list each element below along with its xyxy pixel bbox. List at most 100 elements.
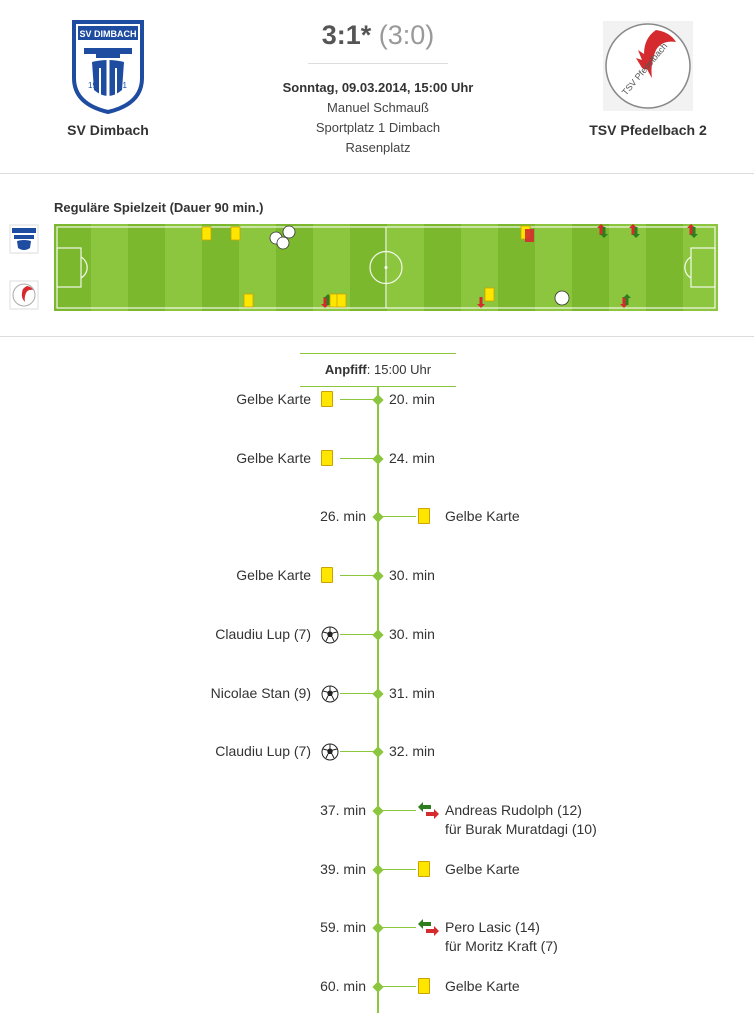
timeline-connector (340, 692, 376, 694)
timeline-event: 26. min Gelbe Karte (0, 507, 754, 527)
yellow-card-icon (321, 449, 333, 466)
event-text: Gelbe Karte (445, 860, 520, 877)
event-icon (418, 860, 430, 877)
tsv-pfedelbach-logo: TSV Pfedelbach (603, 21, 693, 111)
substituted-player: für Burak Muratdagi (10) (445, 820, 597, 837)
event-minute: 60. min (320, 978, 366, 994)
event-minute: 30. min (389, 625, 435, 642)
event-icon (418, 508, 430, 525)
event-minute: 59. min (320, 919, 366, 936)
timeline-connector (380, 868, 416, 870)
halftime-score: (3:0) (378, 20, 435, 50)
kickoff-time: : 15:00 Uhr (366, 362, 432, 377)
event-minute: 37. min (320, 801, 366, 818)
sv-dimbach-logo: SV DIMBACH 19 31 (72, 20, 144, 114)
timeline-node (372, 453, 384, 465)
score: 3:1* (3:0) (254, 20, 502, 51)
timeline-node (372, 805, 384, 817)
timeline-node (372, 746, 384, 758)
timeline-node (372, 394, 384, 406)
divider (308, 63, 448, 64)
field-overview: Reguläre Spielzeit (Dauer 90 min.) (0, 174, 754, 337)
event-text: Gelbe Karte (236, 567, 311, 584)
timeline-connector (340, 457, 376, 459)
timeline-connector (380, 516, 416, 518)
timeline-event: 30. min Gelbe Karte (0, 566, 754, 586)
timeline-node (372, 511, 384, 524)
surface: Rasenplatz (345, 140, 411, 155)
event-text: Andreas Rudolph (12) (445, 801, 582, 818)
timeline-node (372, 629, 384, 641)
event-text: Claudiu Lup (7) (215, 743, 311, 760)
event-minute: 20. min (389, 391, 435, 407)
event-icon (418, 801, 440, 825)
event-icon (321, 449, 333, 466)
logo-text: SV DIMBACH (79, 29, 136, 39)
yellow-card-icon (418, 860, 430, 877)
svg-text:31: 31 (118, 81, 127, 90)
event-text: Pero Lasic (14) (445, 919, 540, 936)
yellow-card-icon (418, 508, 430, 525)
kickoff-label: Anpfiff (324, 362, 367, 377)
final-score: 3:1* (321, 20, 372, 50)
event-label: Gelbe Karte (236, 566, 311, 585)
event-label: Gelbe Karte (445, 860, 520, 879)
event-minute: 39. min (320, 860, 366, 877)
timeline-event: 20. min Gelbe Karte (0, 390, 754, 410)
yellow-card-icon (321, 391, 333, 407)
goal-scorer[interactable]: Claudiu Lup (7) (215, 625, 311, 644)
timeline-node (372, 687, 384, 700)
event-text: Claudiu Lup (7) (215, 625, 311, 642)
event-minute: 30. min (389, 567, 435, 584)
goal-scorer[interactable]: Claudiu Lup (7) (215, 742, 311, 761)
home-team[interactable]: SV DIMBACH 19 31 SV Dimbach (33, 18, 183, 138)
timeline-node (372, 981, 384, 993)
substitution-icon (418, 801, 439, 819)
sv-dimbach-mini-logo (9, 224, 39, 254)
home-team-name[interactable]: SV Dimbach (67, 122, 149, 138)
timeline-event: 39. min Gelbe Karte (0, 860, 754, 880)
timeline-connector (340, 399, 376, 400)
venue: Sportplatz 1 Dimbach (315, 120, 441, 135)
timeline-connector (340, 751, 376, 753)
substitution-text[interactable]: Pero Lasic (14) für Moritz Kraft (7) (445, 918, 558, 956)
referee: Manuel Schmauß (327, 100, 429, 115)
timeline-connector (380, 927, 416, 929)
match-header: SV DIMBACH 19 31 SV Dimbach 3:1* (3:0) S… (0, 0, 754, 174)
substitution-icon (418, 919, 439, 937)
field-event-icons-home (201, 224, 698, 250)
event-icon (321, 743, 339, 766)
yellow-card-icon (321, 567, 333, 584)
timeline-node (372, 863, 384, 876)
timeline-connector (340, 575, 376, 577)
substitution-text[interactable]: Andreas Rudolph (12) für Burak Muratdagi … (445, 801, 597, 839)
event-minute: 26. min (320, 508, 366, 525)
event-icon (418, 978, 430, 994)
match-date: Sonntag, 09.03.2014, 15:00 Uhr (282, 80, 474, 95)
timeline-event: 60. min Gelbe Karte (0, 977, 754, 997)
event-icon (321, 391, 333, 407)
event-label: Gelbe Karte (445, 977, 520, 996)
event-label: Gelbe Karte (445, 507, 520, 526)
match-info: 3:1* (3:0) Sonntag, 09.03.2014, 15:00 Uh… (254, 20, 502, 158)
event-label: Gelbe Karte (236, 390, 311, 409)
away-team[interactable]: TSV Pfedelbach TSV Pfedelbach 2 (573, 18, 723, 138)
football-icon (321, 743, 339, 761)
football-pitch (54, 224, 718, 311)
event-text: Gelbe Karte (236, 449, 311, 466)
tsv-pfedelbach-mini-logo (9, 280, 39, 310)
timeline-event: 37. min Andreas Rudolph (12) für Burak Mur… (0, 801, 754, 837)
event-text: Gelbe Karte (236, 391, 311, 407)
event-label: Gelbe Karte (236, 449, 311, 468)
goal-scorer[interactable]: Nicolae Stan (9) (211, 684, 311, 703)
away-team-name[interactable]: TSV Pfedelbach 2 (589, 122, 707, 138)
timeline-event: 30. min Claudiu Lup (7) (0, 625, 754, 645)
substituted-player: für Moritz Kraft (7) (445, 938, 558, 955)
yellow-card-icon (418, 978, 430, 994)
svg-text:19: 19 (88, 81, 97, 90)
timeline-connector (380, 986, 416, 987)
